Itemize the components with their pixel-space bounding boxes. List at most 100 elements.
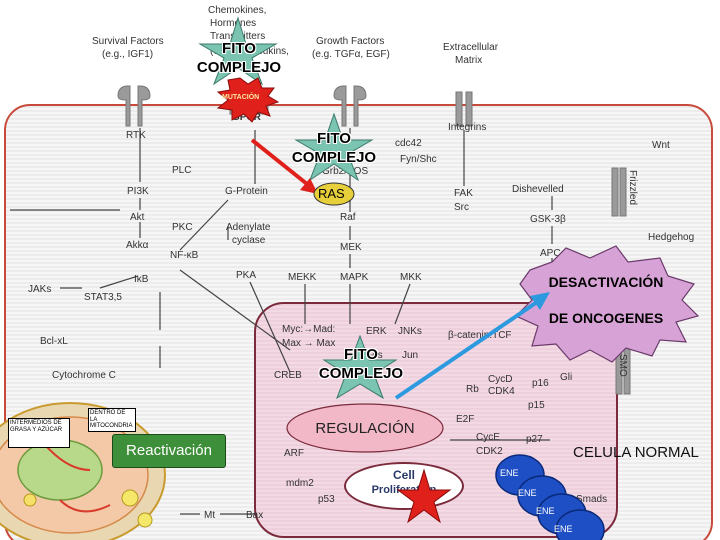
- p53-node: p53: [318, 494, 335, 505]
- ene-label-4: ENE: [554, 524, 573, 534]
- gf-receptor-left: [333, 85, 347, 127]
- red-star: [396, 468, 452, 524]
- inset-mitocondria-box: DENTRO DE LA MITOCONDRIA: [88, 408, 136, 432]
- desactivacion-burst: [514, 245, 700, 363]
- oncogenes-label: DE ONCOGENES: [548, 310, 664, 326]
- regulacion-ellipse: [286, 403, 444, 453]
- mdm2-node: mdm2: [286, 478, 314, 489]
- jaks-node: JAKs: [28, 284, 52, 295]
- pi3k-node: PI3K: [127, 186, 149, 197]
- cyclase-node: cyclase: [232, 235, 266, 246]
- fito-3-line1: FITO: [344, 346, 378, 363]
- mapk-node: MAPK: [340, 272, 369, 283]
- dishevelled-node: Dishevelled: [512, 184, 564, 195]
- fito-1-line1: FITO: [222, 40, 256, 57]
- ene-label-3: ENE: [536, 506, 555, 516]
- fito-complejo-1: FITO COMPLEJO: [190, 40, 288, 78]
- red-arrow-head: [300, 178, 318, 194]
- rb-node: Rb: [466, 384, 479, 395]
- fito-star-3: [322, 334, 398, 400]
- ene-circle-4: [555, 509, 605, 540]
- jun-node: Jun: [402, 350, 419, 361]
- mek-node: MEK: [340, 242, 362, 253]
- mkk-node: MKK: [400, 272, 422, 283]
- wnt-node: Wnt: [652, 140, 670, 151]
- integrin-beta: [465, 91, 473, 127]
- gf-receptor-right: [353, 85, 367, 127]
- chemokines-label: Chemokines,: [208, 5, 267, 16]
- bax-node: Bax: [246, 510, 264, 521]
- erk-node: ERK: [366, 326, 387, 337]
- gli-node: Gli: [560, 372, 573, 383]
- stat-node: STAT3,5: [84, 292, 122, 303]
- cdk2-node: CDK2: [476, 446, 503, 457]
- fito-1-line2: COMPLEJO: [196, 58, 282, 76]
- fito-complejo-2: FITO COMPLEJO: [284, 130, 384, 168]
- hormones-label: Hormones: [210, 18, 257, 29]
- growth-factors-label: Growth Factors: [316, 36, 385, 47]
- ene-label-1: ENE: [500, 468, 519, 478]
- rtk-receptor-left: [117, 85, 131, 127]
- extracellular-matrix-label-2: Matrix: [455, 55, 483, 66]
- mutacion-label: MUTACIÓN: [222, 94, 260, 101]
- rtk-label: RTK: [126, 130, 146, 141]
- hedgehog-node: Hedgehog: [648, 232, 695, 243]
- creb-node: CREB: [274, 370, 302, 381]
- beta-catenin-node: β-catenin:TCF: [448, 330, 512, 341]
- gsk3b-node: GSK-3β: [530, 214, 566, 225]
- fito-star-2: [294, 112, 374, 182]
- mutation-burst: [216, 77, 280, 123]
- arf-node: ARF: [284, 448, 304, 459]
- jnks-node: JNKs: [398, 326, 422, 337]
- pkc-node: PKC: [172, 222, 193, 233]
- growth-factors-example: (e.g. TGFα, EGF): [312, 49, 390, 60]
- inset-intermedios-box: INTERMEDIOS DE GRASA Y AZÚCAR: [8, 418, 70, 448]
- cdk4-node: CDK4: [488, 386, 515, 397]
- akt-node: Akt: [130, 212, 145, 223]
- akka-node: Akkα: [126, 240, 149, 251]
- myc-mad-node: Myc:→Mad:: [282, 324, 336, 335]
- fynshc-node: Fyn/Shc: [400, 154, 437, 165]
- cytochrome-c-node: Cytochrome C: [52, 370, 116, 381]
- fos-node: Fos: [366, 350, 383, 361]
- cyce-node: CycE: [476, 432, 500, 443]
- fito-3-line2: COMPLEJO: [318, 364, 404, 382]
- apc-node: APC: [540, 248, 561, 259]
- fito-star-1: [198, 16, 278, 86]
- pka-node: PKA: [236, 270, 257, 281]
- mekk-node: MEKK: [288, 272, 317, 283]
- raf-node: Raf: [340, 212, 356, 223]
- ras-ellipse: [313, 182, 355, 206]
- adenylate-node: Adenylate: [226, 222, 271, 233]
- mt-node: Mt: [204, 510, 216, 521]
- fito-2-line1: FITO: [317, 130, 351, 147]
- gprotein-node: G-Protein: [225, 186, 268, 197]
- p27-node: p27: [526, 434, 543, 445]
- integrins-label: Integrins: [448, 122, 487, 133]
- fito-complejo-3: FITO COMPLEJO: [310, 346, 412, 384]
- blue-arrow-line: [394, 298, 542, 400]
- survival-factors-example: (e.g., IGF1): [102, 49, 154, 60]
- celula-normal-label: CELULA NORMAL: [573, 444, 699, 461]
- frizzled-bar-2: [619, 167, 627, 217]
- nfkb-node: NF-κB: [170, 250, 199, 261]
- ene-label-2: ENE: [518, 488, 537, 498]
- frizzled-bar-1: [611, 167, 619, 217]
- cell-label: Cell: [392, 468, 415, 482]
- integrin-alpha: [455, 91, 463, 127]
- gpcr-label: GPCR: [232, 112, 261, 123]
- fito-2-line2: COMPLEJO: [291, 148, 377, 166]
- reactivacion-label: Reactivación: [126, 442, 212, 459]
- e2f-node: E2F: [456, 414, 475, 425]
- bclxl-node: Bcl-xL: [40, 336, 68, 347]
- red-arrow-line: [250, 138, 314, 190]
- p15-node: p15: [528, 400, 545, 411]
- survival-factors-label: Survival Factors: [92, 36, 164, 47]
- regulacion-label: REGULACIÓN: [315, 420, 415, 437]
- cycd-node: CycD: [488, 374, 513, 385]
- rtk-receptor-right: [137, 85, 151, 127]
- cdc42-node: cdc42: [395, 138, 422, 149]
- ras-label: RAS: [318, 186, 345, 201]
